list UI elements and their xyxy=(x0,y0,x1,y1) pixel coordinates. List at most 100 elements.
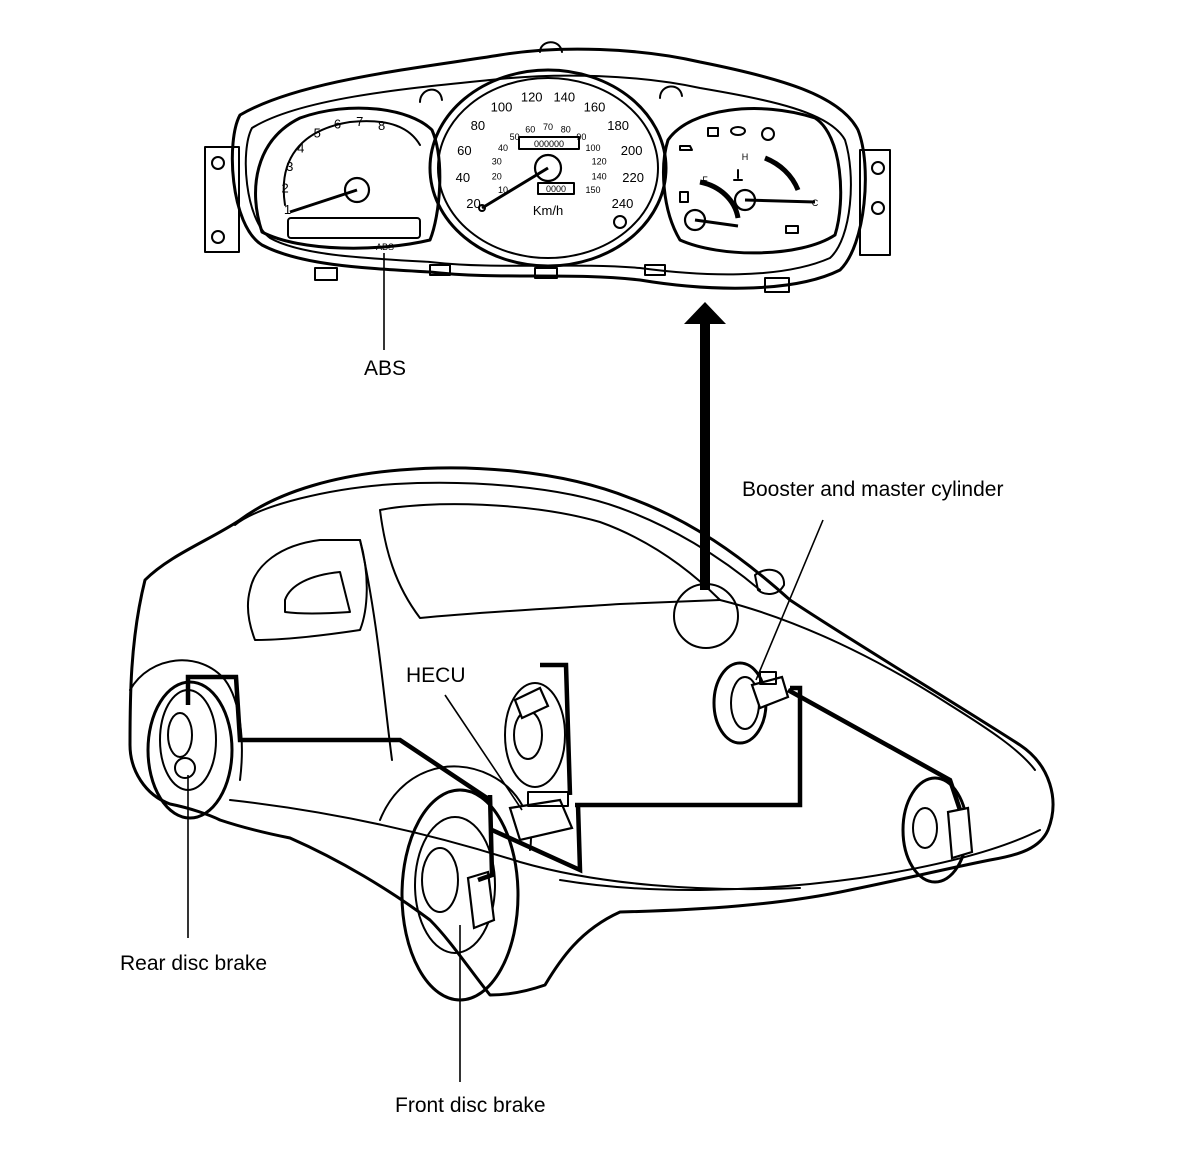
side-window xyxy=(246,539,368,641)
mph-tick-0: 10 xyxy=(498,185,508,195)
housing-foot-2 xyxy=(429,264,451,276)
speed-tick-11: 240 xyxy=(612,196,634,211)
speed-tick-0: 20 xyxy=(466,196,480,211)
front-right-caliper xyxy=(946,806,974,860)
left-tab-screw-top xyxy=(211,156,225,170)
odometer-reading: 000000 xyxy=(534,139,564,149)
odometer-window xyxy=(518,136,580,150)
tach-tick-0: 1 xyxy=(284,202,291,217)
hecu-valve-block xyxy=(527,791,569,807)
speed-tick-10: 220 xyxy=(622,170,644,185)
housing-bump-left xyxy=(419,88,443,103)
mph-tick-6: 70 xyxy=(543,122,553,132)
left-mounting-tab xyxy=(204,146,240,253)
abs-label: ABS xyxy=(364,357,406,380)
mirror xyxy=(754,568,786,595)
car-body xyxy=(128,466,1055,997)
tach-tick-2: 3 xyxy=(286,159,293,174)
tach-tick-3: 4 xyxy=(297,140,304,155)
speedometer-needle xyxy=(481,166,549,210)
warning-signal-arrowhead xyxy=(684,302,726,324)
brake-line-to-booster xyxy=(575,685,803,808)
speed-tick-5: 120 xyxy=(521,89,543,104)
tach-tick-4: 5 xyxy=(314,126,321,141)
speed-tick-8: 180 xyxy=(607,118,629,133)
fuel-full-mark: F xyxy=(702,175,708,185)
rear-hub xyxy=(167,712,193,758)
cluster-housing-inner xyxy=(244,74,852,276)
front-right-hub xyxy=(912,807,938,849)
body-side-crease xyxy=(229,799,801,891)
rear-right-hub xyxy=(513,710,543,760)
mph-tick-11: 140 xyxy=(592,171,607,181)
temp-gauge-arc xyxy=(764,155,801,192)
high-beam-icon xyxy=(730,126,746,136)
right-tab-screw-top xyxy=(871,161,885,175)
hecu-body xyxy=(508,798,574,842)
mph-tick-5: 60 xyxy=(525,125,535,135)
mph-tick-10: 120 xyxy=(592,157,607,167)
cluster-housing-outer xyxy=(230,47,867,290)
speedometer-needle-tip xyxy=(478,204,486,212)
warning-signal-shaft xyxy=(700,318,710,590)
front-disc-brake-label: Front disc brake xyxy=(395,1094,546,1117)
temp-cold-mark: C xyxy=(812,198,819,208)
trip-reset-knob xyxy=(613,215,627,229)
tachometer-dial-arc xyxy=(282,120,421,206)
car-body-outline xyxy=(128,466,1055,997)
rear-right-brake-assembly xyxy=(504,682,566,788)
front-left-hub xyxy=(421,847,459,913)
tach-tick-7: 8 xyxy=(378,118,385,133)
tach-tick-5: 6 xyxy=(334,117,341,132)
mph-tick-8: 90 xyxy=(576,132,586,142)
brake-line-to-front-left xyxy=(477,794,495,883)
brake-warning-icon xyxy=(761,127,775,141)
mph-tick-3: 40 xyxy=(498,143,508,153)
brake-fluid-reservoir xyxy=(759,671,777,685)
hecu-unit xyxy=(508,791,574,842)
speed-tick-6: 140 xyxy=(553,89,575,104)
fuel-gauge-arc xyxy=(699,179,741,219)
thermometer-icon xyxy=(733,169,743,181)
master-cylinder xyxy=(750,675,790,710)
fuel-gauge-needle xyxy=(694,218,739,228)
mph-tick-2: 30 xyxy=(492,157,502,167)
speed-tick-9: 200 xyxy=(621,143,643,158)
speed-unit-label: Km/h xyxy=(533,203,563,218)
speedometer-bezel-inner xyxy=(437,77,659,259)
housing-bump-center xyxy=(539,41,563,53)
speed-tick-1: 40 xyxy=(456,170,470,185)
tachometer-needle xyxy=(289,188,358,214)
housing-foot-1 xyxy=(314,267,338,281)
fuel-pump-icon xyxy=(679,191,689,203)
front-left-brake-disc xyxy=(414,816,496,954)
front-bumper-line xyxy=(559,829,1041,891)
temp-hot-mark: H xyxy=(742,152,749,162)
brake-line-to-rear-right xyxy=(540,662,573,796)
booster-leader-line xyxy=(755,519,824,681)
oil-pressure-icon xyxy=(707,127,719,137)
hood-line xyxy=(719,599,1036,771)
tach-tick-6: 7 xyxy=(356,114,363,129)
hecu-leader-line xyxy=(444,694,523,811)
door-seam xyxy=(359,539,393,761)
right-mounting-tab xyxy=(859,149,891,256)
mph-tick-4: 50 xyxy=(510,132,520,142)
speed-tick-7: 160 xyxy=(584,99,606,114)
rear-window xyxy=(284,571,351,615)
tach-tick-1: 2 xyxy=(281,181,288,196)
front-right-wheel xyxy=(901,776,974,884)
trip-meter-window xyxy=(537,182,575,195)
abs-warning-indicator: ABS xyxy=(376,242,394,252)
rear-wheel-arch xyxy=(129,659,243,781)
brake-line-hecu-loop xyxy=(491,804,583,874)
temp-gauge-needle xyxy=(744,198,816,204)
tachometer-bezel xyxy=(254,106,442,250)
trip-meter-reading: 0000 xyxy=(546,184,566,194)
rear-caliper xyxy=(174,757,196,779)
mph-tick-7: 80 xyxy=(561,125,571,135)
